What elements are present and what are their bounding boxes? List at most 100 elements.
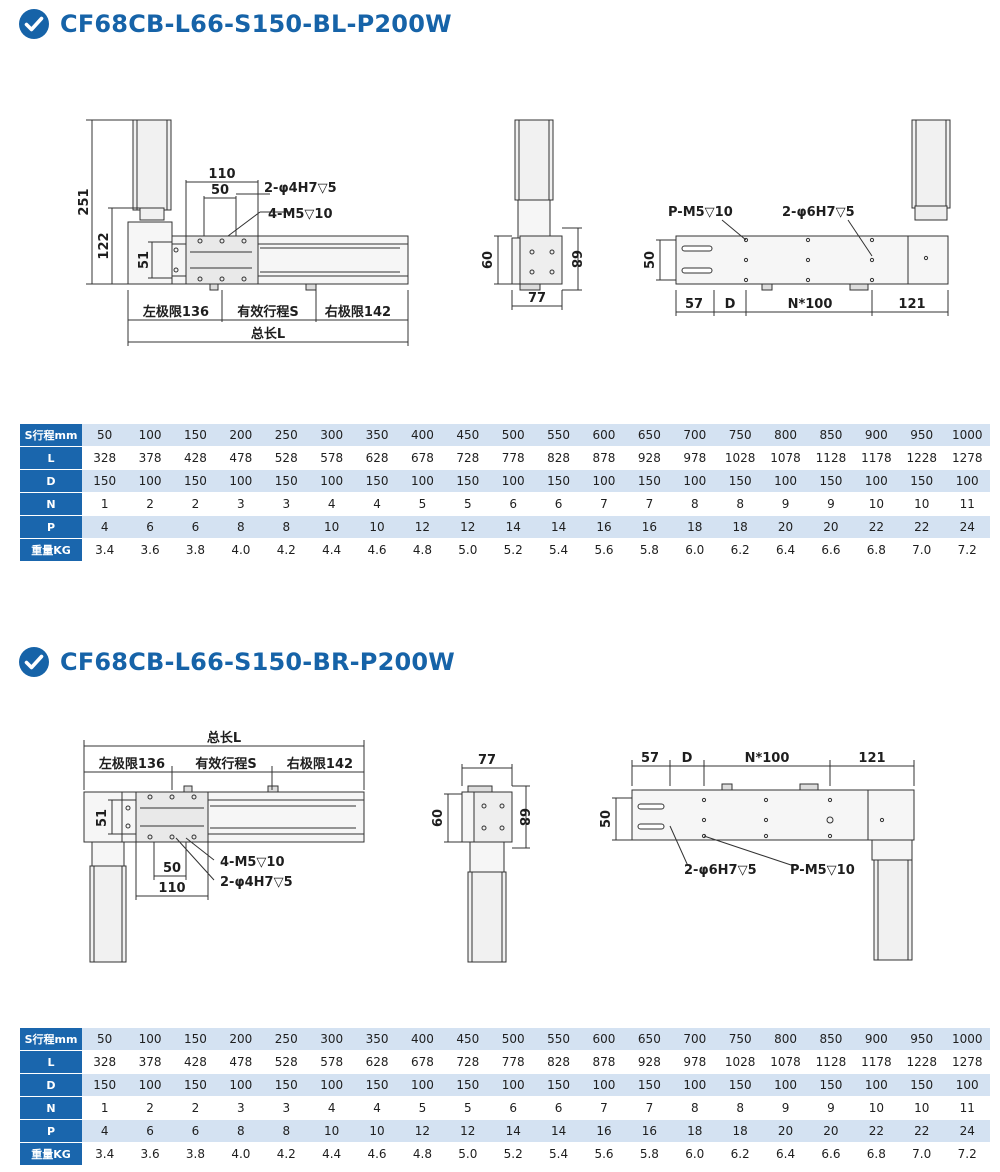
table-cell: 6.6 [808,1142,854,1166]
table-cell: 6.4 [762,1142,809,1166]
section-2-title: CF68CB-L66-S150-BR-P200W [60,648,455,676]
check-circle-icon [19,647,49,677]
section-1-header: CF68CB-L66-S150-BL-P200W [18,8,452,40]
table-cell: 150 [535,469,582,493]
table-cell: 400 [399,424,446,447]
table-cell: 3.6 [127,1142,173,1166]
table-cell: 3.4 [82,1142,128,1166]
table-cell: 150 [263,469,309,493]
bottom-tap-label: P-M5▽10 [790,863,855,878]
end-dim-68: 68 [516,808,531,826]
table-cell: 650 [626,424,673,447]
table-cell: 200 [218,424,264,447]
table-cell: 1228 [899,446,945,470]
table-cell: 450 [445,424,491,447]
table-cell: 3 [218,1096,264,1120]
row-header: N [20,492,82,516]
table-cell: 100 [399,1073,446,1097]
table-cell: 8 [218,1119,264,1143]
end-dim-60: 60 [481,251,496,269]
table-cell: 8 [717,492,763,516]
stroke-label: 有效行程S [195,756,256,772]
right-limit-label: 右极限142 [286,756,353,772]
table-cell: 850 [808,424,854,447]
table-cell: 7.0 [899,538,945,562]
bottom-tap-label: P-M5▽10 [668,205,733,220]
table-cell: 22 [899,1119,945,1143]
table-cell: 828 [535,1050,582,1074]
table-cell: 10 [899,492,945,516]
table-cell: 20 [762,515,809,539]
table-cell: 828 [535,446,582,470]
table-cell: 350 [354,1028,400,1051]
table-cell: 250 [263,424,309,447]
table-cell: 400 [399,1028,446,1051]
row-header: S行程mm [20,424,82,447]
table-cell: 150 [717,1073,763,1097]
table-cell: 800 [762,1028,809,1051]
table-cell: 150 [808,469,854,493]
table-cell: 1078 [762,446,809,470]
end-dim-68: 68 [568,250,583,268]
table-cell: 6.8 [853,538,900,562]
table-cell: 150 [899,1073,945,1097]
end-dim-60: 60 [431,809,446,827]
table-cell: 8 [218,515,264,539]
table-cell: 700 [672,1028,718,1051]
row-header: N [20,1096,82,1120]
table-cell: 6.2 [717,1142,763,1166]
bottom-dim-50: 50 [643,251,658,269]
table-cell: 8 [263,515,309,539]
table-cell: 5.4 [535,1142,582,1166]
table-cell: 550 [535,1028,582,1051]
table-cell: 150 [808,1073,854,1097]
table-cell: 850 [808,1028,854,1051]
table-cell: 100 [672,469,718,493]
table-cell: 3 [263,492,309,516]
table-cell: 10 [354,1119,400,1143]
table-cell: 1278 [944,446,990,470]
table-cell: 150 [535,1073,582,1097]
table-cell: 10 [853,492,900,516]
row-header: S行程mm [20,1028,82,1051]
table-cell: 5.8 [626,538,673,562]
table-cell: 16 [626,515,673,539]
table-cell: 11 [944,1096,990,1120]
table-cell: 100 [853,469,900,493]
table-cell: 6.0 [672,538,718,562]
row-header: L [20,446,82,470]
table-cell: 4 [82,1119,128,1143]
table-cell: 150 [82,469,128,493]
table-cell: 6.2 [717,538,763,562]
row-header: 重量KG [20,538,82,562]
table-cell: 100 [762,1073,809,1097]
table-cell: 700 [672,424,718,447]
bottom-dim-121: 121 [858,751,885,766]
bottom-plate [675,235,949,285]
table-cell: 10 [853,1096,900,1120]
table-cell: 4.6 [354,1142,400,1166]
left-limit-label: 左极限136 [143,304,209,320]
table-cell: 800 [762,424,809,447]
table-cell: 100 [308,1073,355,1097]
table-cell: 350 [354,424,400,447]
table-cell: 4.0 [218,538,264,562]
table-cell: 6 [490,492,536,516]
table-cell: 12 [399,515,446,539]
table-cell: 50 [82,424,128,447]
table-cell: 22 [853,1119,900,1143]
table-cell: 4.4 [308,1142,355,1166]
table-cell: 5.2 [490,1142,536,1166]
table-cell: 9 [762,1096,809,1120]
table-cell: 8 [263,1119,309,1143]
table-cell: 150 [172,1028,219,1051]
table-cell: 4 [82,515,128,539]
table-cell: 778 [490,446,536,470]
table-cell: 100 [218,1073,264,1097]
table-cell: 150 [172,469,219,493]
table-cell: 900 [853,1028,900,1051]
